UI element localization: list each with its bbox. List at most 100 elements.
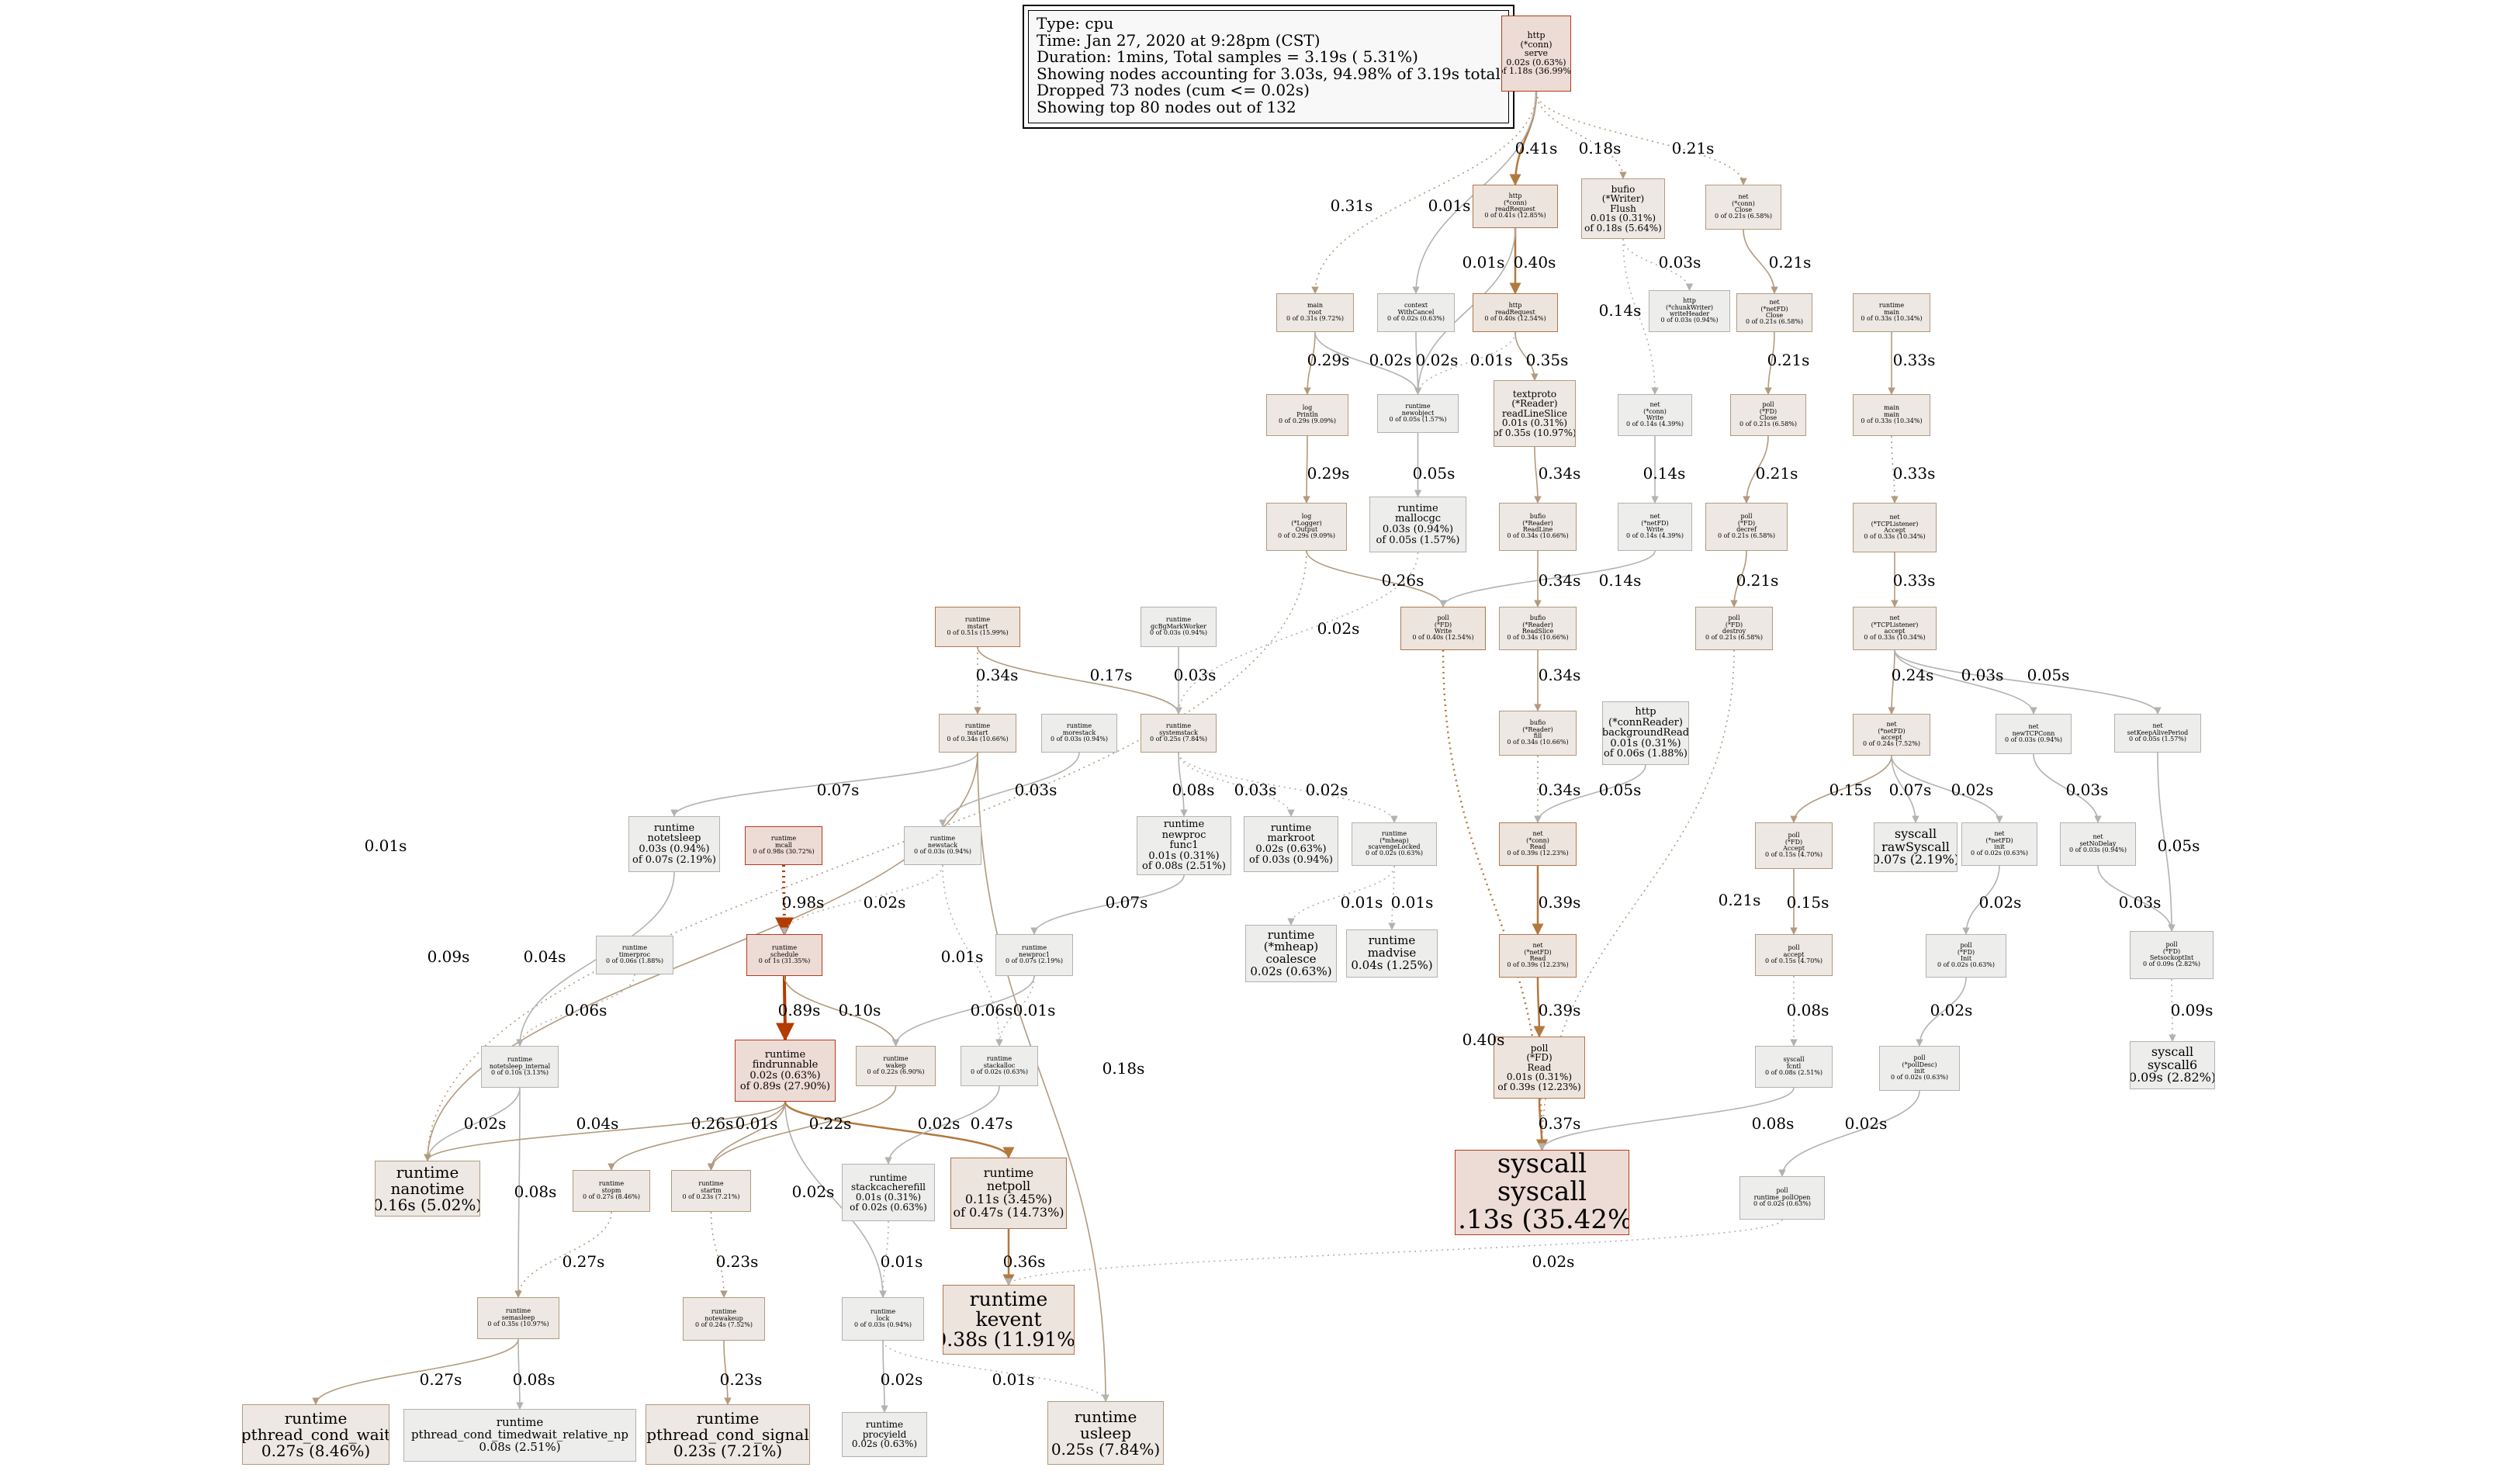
edge-label: 0.23s [719,1370,763,1389]
edge-runtime-findrunnable-to-runtime-lock [784,1101,887,1298]
node-line: 0 of 0.33s (10.34%) [1861,315,1923,323]
edge-label: 0.47s [970,1114,1013,1133]
node-line: 0.16s (5.02%) [375,1195,480,1214]
edge-bufio-flush-to-http-chunkwriter [1622,238,1694,291]
node-line: http [1508,302,1522,310]
node-line: 0.03s (0.94%) [639,843,710,855]
node-line: procyield [862,1428,907,1440]
node-line: 0 of 0.39s (12.23%) [1507,850,1569,857]
legend-duration: Duration: 1mins, Total samples = 3.19s (… [1037,47,1418,66]
node-line: 0 of 0.02s (0.63%) [1937,961,1996,969]
node-syscall-syscall[interactable]: syscallsyscall1.13s (35.42%) [1455,1150,1629,1235]
node-line: writeHeader [1669,310,1710,317]
node-line: 0.02s (0.63%) [1506,57,1566,67]
edge-label: 0.01s [364,836,407,855]
node-line: of 0.02s (0.63%) [850,1201,927,1213]
graph-legend: Type: cpu Time: Jan 27, 2020 at 9:28pm (… [1023,5,1514,129]
node-runtime-kevent[interactable]: runtimekevent0.38s (11.91%) [943,1285,1075,1355]
node-line: ReadSlice [1521,628,1554,635]
node-line: madvise [1367,946,1417,960]
node-line: newproc [1161,829,1206,841]
